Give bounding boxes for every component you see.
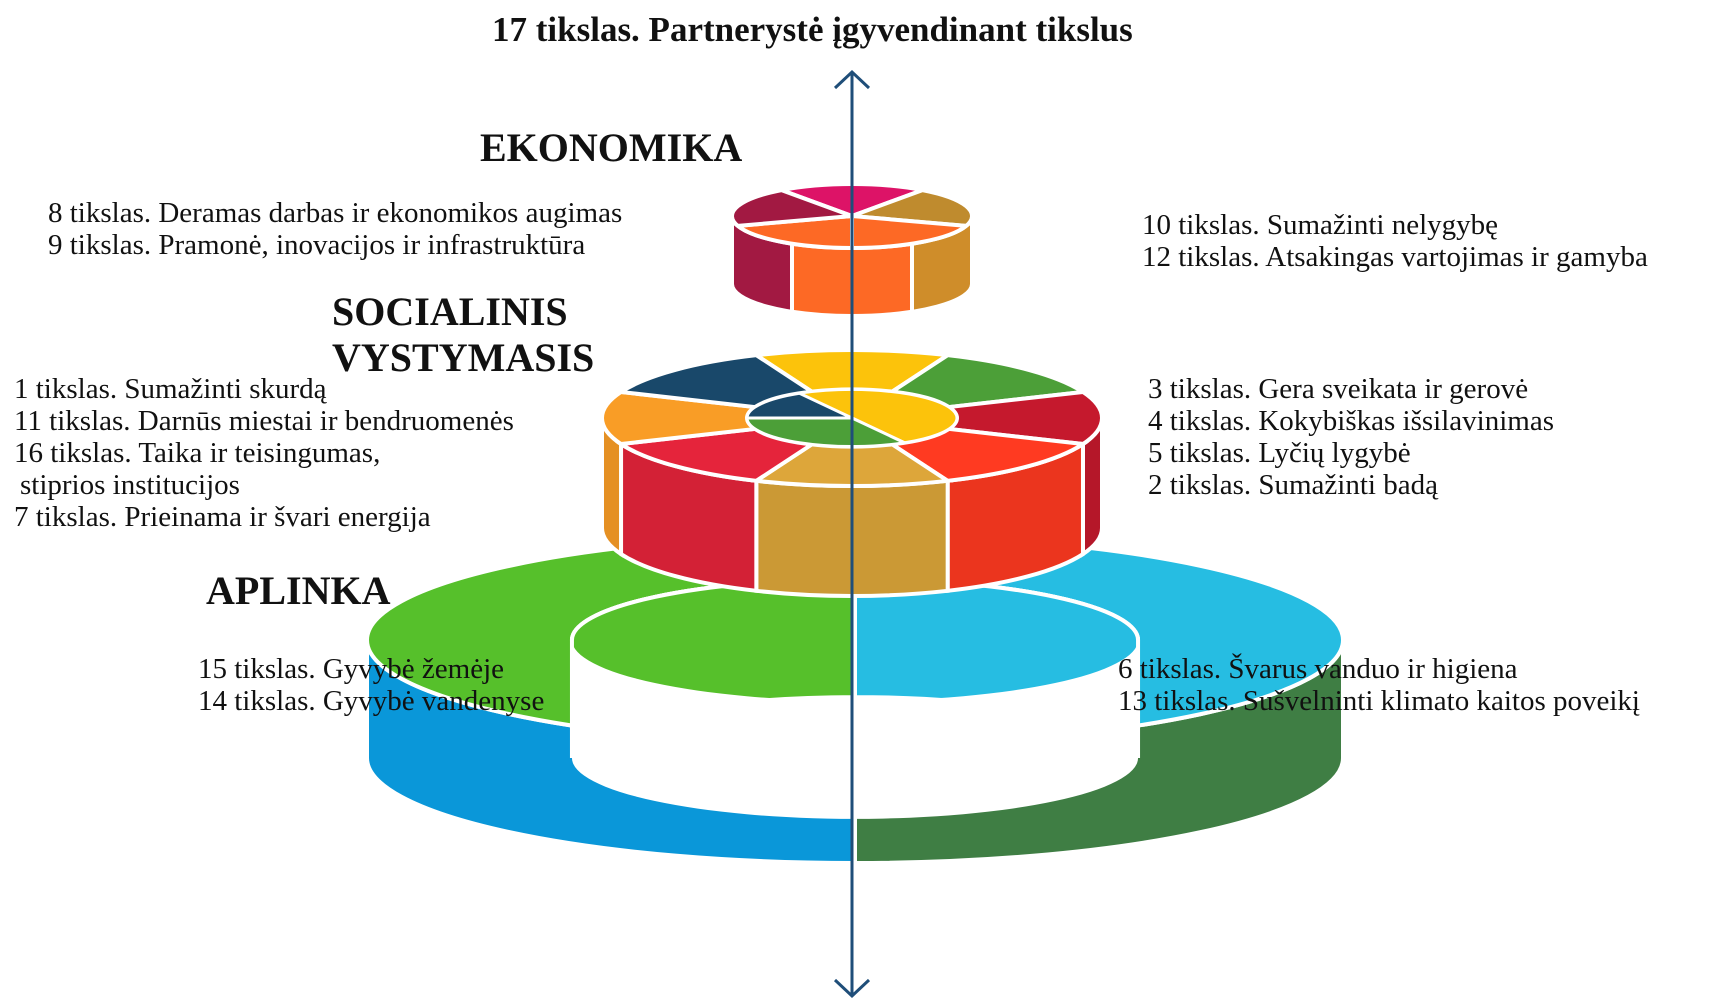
eco-top-goal-economy-5 <box>730 188 853 228</box>
goal-7-label: 7 tikslas. Prieinama ir švari energija <box>14 501 431 533</box>
eco-top-goal-9 <box>850 213 972 251</box>
goal-14-label: 14 tikslas. Gyvybė vandenyse <box>198 685 545 717</box>
diagram-title: 17 tikslas. Partnerystė įgyvendinant tik… <box>492 10 1133 49</box>
goal-9-label: 9 tikslas. Pramonė, inovacijos ir infras… <box>48 229 586 261</box>
goal-15-label: 15 tikslas. Gyvybė žemėje <box>198 653 505 685</box>
goal-3-label: 3 tikslas. Gera sveikata ir gerovė <box>1148 373 1529 405</box>
goal-8-label: 8 tikslas. Deramas darbas ir ekonomikos … <box>48 197 623 229</box>
tier-label-social-1: SOCIALINIS <box>332 289 568 334</box>
axis-arrow-up-icon <box>833 69 871 90</box>
axis-arrow-down-icon <box>833 978 871 999</box>
goal-16-label: 16 tikslas. Taika ir teisingumas, <box>14 437 381 469</box>
social-center-blue <box>745 391 853 420</box>
goal-13-label: 13 tikslas. Sušvelninti klimato kaitos p… <box>1118 685 1640 717</box>
goal-10-label: 10 tikslas. Sumažinti nelygybę <box>1142 209 1499 241</box>
goal-6-label: 6 tikslas. Švarus vanduo ir higiena <box>1118 653 1518 685</box>
goal-4-label: 4 tikslas. Kokybiškas išsilavinimas <box>1148 405 1554 437</box>
goal-2-label: 2 tikslas. Sumažinti badą <box>1148 469 1438 501</box>
goal-11-label: 11 tikslas. Darnūs miestai ir bendruomen… <box>14 405 514 437</box>
tier-label-environment: APLINKA <box>206 568 391 613</box>
goal-16-label-cont: stiprios institucijos <box>20 469 240 501</box>
goal-1-label: 1 tikslas. Sumažinti skurdą <box>14 373 327 405</box>
social-center-green <box>745 416 910 449</box>
goal-12-label: 12 tikslas. Atsakingas vartojimas ir gam… <box>1142 241 1648 273</box>
tier-label-social-2: VYSTYMASIS <box>332 335 595 380</box>
tier-label-economy: EKONOMIKA <box>480 125 743 170</box>
env-hole-mask <box>571 640 1139 819</box>
goal-5-label: 5 tikslas. Lyčių lygybė <box>1148 437 1411 469</box>
